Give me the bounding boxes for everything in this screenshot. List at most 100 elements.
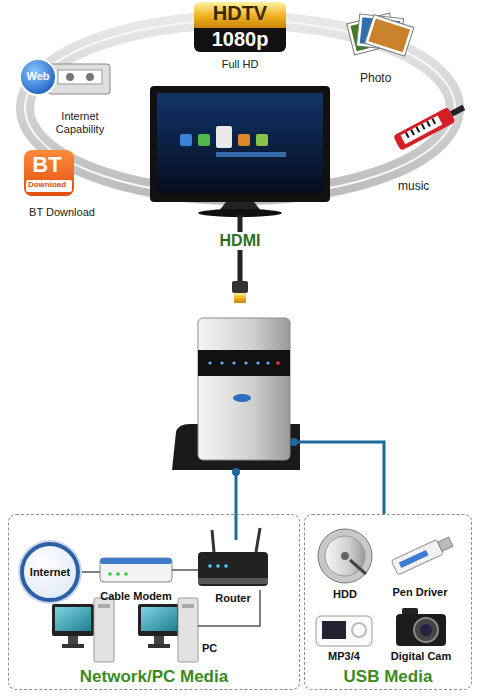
web-icon bbox=[86, 73, 94, 81]
icon-area bbox=[314, 612, 374, 648]
cable-modem-picture bbox=[124, 572, 128, 576]
icon-area bbox=[385, 528, 455, 584]
pc-picture bbox=[62, 644, 84, 648]
tv bbox=[157, 93, 323, 193]
mp3-picture bbox=[322, 621, 346, 639]
device-node: Pen Driver bbox=[376, 528, 464, 599]
cable-modem-picture bbox=[108, 572, 112, 576]
photo-icon bbox=[368, 18, 410, 52]
media-player bbox=[198, 350, 290, 376]
router-picture bbox=[224, 564, 228, 568]
mp3-picture bbox=[316, 616, 372, 646]
web-icon bbox=[48, 64, 110, 94]
cable-modem-picture bbox=[100, 558, 172, 564]
label-anchor: Photo bbox=[360, 68, 391, 87]
mp3-picture bbox=[352, 623, 366, 637]
pc-picture bbox=[52, 598, 114, 662]
device-wires bbox=[235, 470, 238, 540]
network-cable bbox=[172, 569, 198, 571]
cable-modem-picture bbox=[100, 558, 172, 582]
icon-area bbox=[100, 552, 172, 588]
pc-picture bbox=[148, 644, 170, 648]
tv bbox=[180, 134, 192, 146]
device-node: PC bbox=[138, 598, 198, 655]
music-icon bbox=[406, 118, 435, 137]
photo-icon bbox=[347, 13, 414, 56]
pc-picture bbox=[141, 607, 177, 631]
icon-word: Web bbox=[20, 70, 56, 84]
circle-text: Internet bbox=[30, 566, 70, 579]
pc-picture bbox=[138, 604, 180, 636]
device-caption: HDD bbox=[312, 588, 378, 601]
icon-area bbox=[138, 598, 198, 662]
device-caption: Cable Modem bbox=[94, 590, 178, 603]
caption-label: Photo bbox=[360, 69, 391, 87]
pc-picture bbox=[98, 604, 110, 608]
device-node: Digital Cam bbox=[382, 604, 460, 663]
group-heading: Network/PC Media bbox=[80, 667, 228, 687]
device-caption: MP3/4 bbox=[309, 650, 379, 663]
camera-picture bbox=[396, 614, 446, 646]
device-node: Router bbox=[193, 540, 273, 605]
media-player bbox=[233, 394, 251, 402]
web-icon bbox=[66, 73, 74, 81]
media-player bbox=[232, 361, 235, 364]
device-node: HDTV1080pFull HD bbox=[194, 2, 286, 71]
media-player bbox=[208, 361, 211, 364]
device-node: BTDownloadBT Download bbox=[20, 148, 104, 219]
music-icon bbox=[450, 105, 465, 117]
hdd-picture bbox=[350, 560, 366, 574]
tv bbox=[216, 152, 286, 157]
pen-drive-picture bbox=[438, 537, 453, 551]
media-player bbox=[256, 361, 259, 364]
media-player bbox=[276, 361, 280, 365]
network-cable bbox=[80, 571, 100, 573]
tv bbox=[150, 86, 330, 217]
network-circle: Internet bbox=[20, 542, 80, 602]
device-wires bbox=[232, 468, 240, 476]
media-player bbox=[244, 361, 247, 364]
label-anchor: HDMI bbox=[0, 232, 480, 250]
hdd-picture bbox=[318, 529, 372, 583]
device-node: MP3/4 bbox=[309, 612, 379, 663]
device-node: WebInternet Capability bbox=[20, 58, 120, 136]
icon-word: BT bbox=[22, 152, 72, 176]
media-player bbox=[198, 318, 290, 460]
cable-modem-picture bbox=[100, 558, 172, 582]
router-picture bbox=[212, 530, 214, 552]
tv bbox=[238, 134, 250, 146]
mp3-picture bbox=[316, 616, 372, 646]
music-icon bbox=[393, 107, 456, 151]
device-wires bbox=[292, 442, 384, 514]
pc-picture bbox=[52, 604, 94, 636]
pc-picture bbox=[55, 607, 91, 631]
hdmi-cable bbox=[232, 281, 248, 293]
cable-modem-picture bbox=[116, 572, 120, 576]
photo-icon bbox=[365, 15, 414, 57]
group-heading: USB Media bbox=[344, 667, 433, 687]
badge-resolution: 1080p bbox=[194, 28, 286, 52]
hdd-picture bbox=[318, 529, 372, 583]
router-picture bbox=[198, 578, 268, 584]
camera-picture bbox=[420, 624, 432, 636]
pc-picture bbox=[178, 598, 198, 662]
media-player bbox=[172, 318, 300, 470]
router-picture bbox=[208, 564, 212, 568]
media-player bbox=[266, 361, 269, 364]
pc-picture bbox=[182, 604, 194, 608]
tv bbox=[198, 134, 210, 146]
tv bbox=[150, 86, 330, 202]
hdmi-cable bbox=[232, 215, 248, 303]
group-box: Network/PC Media InternetCable Modem Route… bbox=[8, 514, 300, 690]
pen-drive-picture bbox=[391, 534, 454, 575]
device-wires bbox=[232, 438, 384, 540]
tv bbox=[256, 134, 268, 146]
music-icon bbox=[401, 116, 443, 145]
icon-subword: Download bbox=[24, 180, 70, 192]
camera-picture bbox=[396, 608, 446, 646]
feature-caption: Internet Capability bbox=[45, 110, 115, 136]
tv bbox=[216, 126, 232, 148]
badge-title: HDTV bbox=[194, 2, 286, 28]
icon-area bbox=[198, 540, 268, 590]
media-player bbox=[220, 361, 223, 364]
